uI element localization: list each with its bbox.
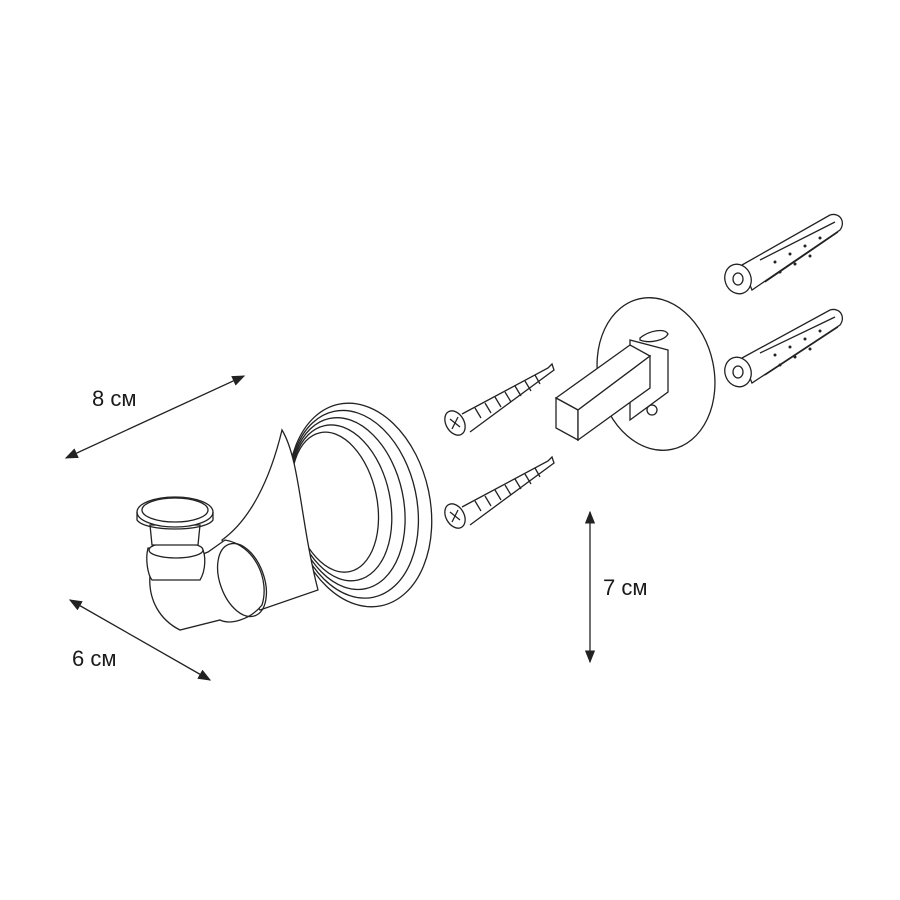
depth-dimension-arrow	[68, 599, 212, 681]
screw-bottom	[444, 455, 555, 529]
robe-hook	[136, 402, 433, 631]
screw-top	[444, 362, 555, 436]
width-label: 8 см	[92, 386, 137, 411]
mounting-bracket	[554, 297, 716, 451]
depth-label: 6 см	[72, 646, 117, 671]
height-label: 7 см	[603, 575, 648, 600]
wall-anchor-bottom	[724, 308, 844, 388]
width-dimension-arrow	[64, 375, 246, 459]
wall-anchor-top	[724, 213, 844, 295]
